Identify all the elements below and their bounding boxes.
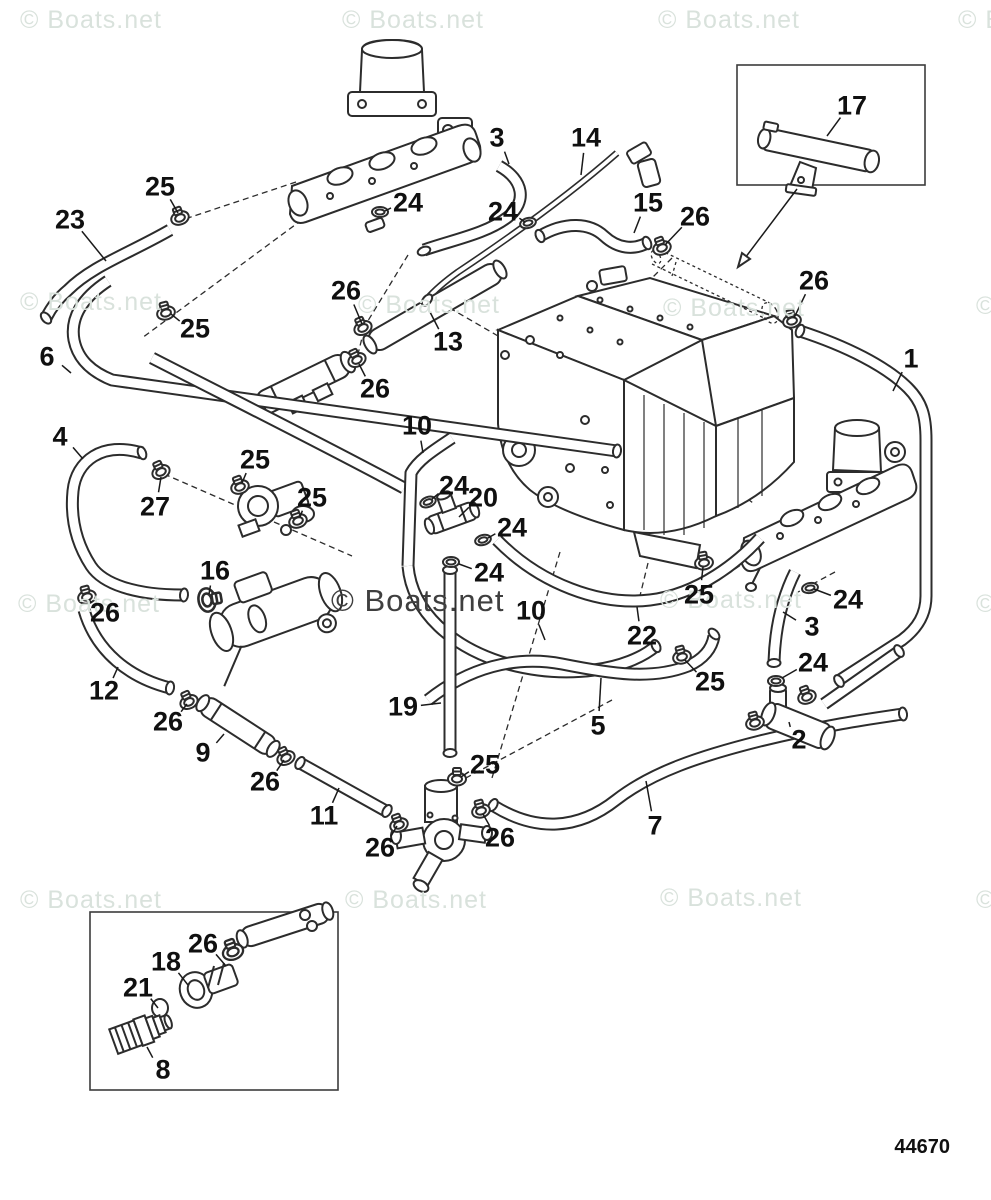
diagram-number: 44670 [894, 1136, 950, 1158]
distribution-tube-ghost-art [650, 249, 779, 324]
hoses-art [40, 141, 933, 831]
inset-17-art [736, 120, 881, 270]
tube-9-art [195, 694, 281, 758]
power-steering-pump-art [237, 480, 315, 538]
callout-leader-lines [61, 117, 903, 1059]
elbow-fitting-2-art [760, 683, 836, 751]
steering-gear-art [208, 571, 344, 687]
inset-boxes [89, 64, 926, 1091]
engine-block-art [495, 265, 796, 570]
exhaust-manifold-top-left-art [287, 38, 482, 233]
tee-fitting-20-art [423, 490, 481, 535]
inset-fitting-art [107, 901, 335, 1056]
thermostat-housing-art [390, 779, 493, 893]
